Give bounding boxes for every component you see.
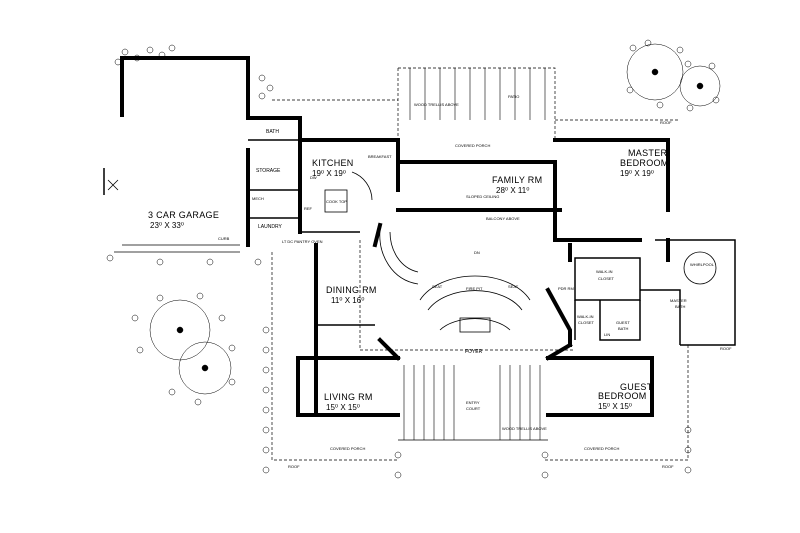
- trellis-bottom-icon: [403, 365, 541, 440]
- walk-in-closet-top-label-1: WALK-IN: [596, 269, 613, 274]
- storage-label: STORAGE: [256, 168, 281, 174]
- fire-pit-seating-icon: [419, 275, 531, 333]
- whirlpool-label: WHIRLPOOL: [690, 262, 715, 267]
- whirlpool-tub-icon: [683, 251, 717, 285]
- fire-pit-label: FIRE PIT: [466, 286, 483, 291]
- seat-right-label: SEAT: [508, 284, 519, 289]
- guest-bath-label-2: BATH: [618, 326, 628, 331]
- bath-label: BATH: [266, 129, 279, 135]
- living-dim: 15⁰ X 15⁰: [326, 403, 360, 412]
- foyer-label: FOYER: [465, 349, 483, 355]
- porch-outlines: [271, 67, 689, 461]
- cook-top-label: COOK TOP: [326, 199, 347, 204]
- master-bath-label-2: BATH: [675, 304, 685, 309]
- mech-label: MECH: [252, 196, 264, 201]
- covered-porch-left-label: COVERED PORCH: [330, 446, 365, 451]
- walk-in-closet-top-label-2: CLOSET: [598, 276, 615, 281]
- wood-trellis-top-label: WOOD TRELLIS ABOVE: [414, 102, 459, 107]
- kitchen-dim: 19⁰ X 19⁰: [312, 169, 346, 178]
- dw-label: DW: [310, 175, 317, 180]
- ref-label: REF: [304, 206, 313, 211]
- garage-dim: 23⁰ X 33⁰: [150, 221, 184, 230]
- breakfast-bar-icon: [351, 171, 373, 201]
- covered-porch-top-label: COVERED PORCH: [455, 143, 490, 148]
- laundry-label: LAUNDRY: [258, 224, 282, 230]
- guest-bath-label-1: GUEST: [616, 320, 630, 325]
- staircase-icon: [379, 229, 419, 285]
- breakfast-label: BREAKFAST: [368, 154, 392, 159]
- family-name: FAMILY RM: [492, 175, 542, 185]
- covered-porch-right-label: COVERED PORCH: [584, 446, 619, 451]
- master-dim: 19⁰ X 19⁰: [620, 169, 654, 178]
- pwdr-label: PDR RM: [558, 286, 574, 291]
- roof-bottom-left-label: ROOF: [288, 464, 300, 469]
- tree-cluster-left-icon: [131, 292, 236, 406]
- living-name: LIVING RM: [324, 392, 373, 402]
- master-name-1: MASTER: [628, 148, 668, 158]
- dining-dim: 11⁰ X 16⁰: [331, 296, 364, 305]
- room-labels: 3 CAR GARAGE 23⁰ X 33⁰ KITCHEN 19⁰ X 19⁰…: [148, 148, 669, 412]
- balcony-above-label: BALCONY ABOVE: [486, 216, 520, 221]
- roof-top-label: ROOF: [660, 120, 672, 125]
- patio-label: PATIO: [508, 94, 519, 99]
- landscaping: [106, 39, 721, 479]
- guest-dim: 15⁰ X 15⁰: [598, 402, 632, 411]
- fixtures: [107, 171, 717, 333]
- guest-name-2: BEDROOM: [598, 391, 647, 401]
- shrub-row-bottom-icon: [106, 254, 692, 479]
- entry-court-label-1: ENTRY: [466, 400, 480, 405]
- roof-bottom-right-label: ROOF: [662, 464, 674, 469]
- walls: [103, 56, 736, 417]
- garage-name: 3 CAR GARAGE: [148, 210, 219, 220]
- sloped-ceiling-label: SLOPED CEILING: [466, 194, 499, 199]
- roof-right-label: ROOF: [720, 346, 732, 351]
- dn-label: DN: [474, 250, 480, 255]
- tree-cluster-top-right-icon: [626, 39, 721, 112]
- pantry-row-label: LT DC PANTRY OVEN: [282, 239, 323, 244]
- master-bath-label-1: MASTER: [670, 298, 687, 303]
- guest-name-1: GUEST: [620, 382, 653, 392]
- wood-trellis-bottom-label: WOOD TRELLIS ABOVE: [502, 426, 547, 431]
- entry-court-label-2: COURT: [466, 406, 481, 411]
- walk-in-closet-small-label-1: WALK-IN: [577, 314, 594, 319]
- seat-left-label: SEAT: [432, 284, 443, 289]
- trellis-top-icon: [409, 68, 546, 120]
- family-dim: 28⁰ X 11⁰: [496, 186, 529, 195]
- kitchen-name: KITCHEN: [312, 158, 354, 168]
- master-name-2: BEDROOM: [620, 158, 669, 168]
- cook-top-island-icon: [324, 189, 348, 213]
- curb-label: CURB: [218, 236, 230, 241]
- tree-symbol-garage-icon: [107, 179, 119, 191]
- small-labels: BATH STORAGE MECH DW REF BREAKFAST COOK …: [218, 94, 732, 469]
- dining-name: DINING RM: [326, 285, 377, 295]
- walk-in-closet-small-label-2: CLOSET: [578, 320, 595, 325]
- lin-label: LIN: [604, 332, 610, 337]
